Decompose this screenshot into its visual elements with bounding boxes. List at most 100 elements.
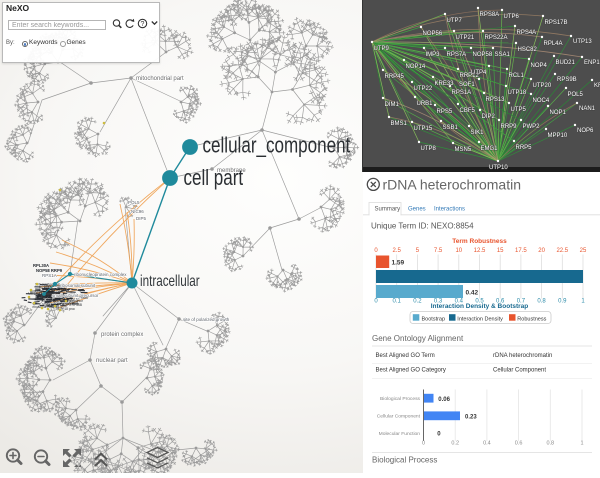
svg-text:mitochondrial part: mitochondrial part [136, 76, 184, 82]
svg-text:2.5: 2.5 [393, 248, 402, 254]
svg-text:0.7: 0.7 [517, 299, 526, 305]
svg-text:Best Aligned GO Term: Best Aligned GO Term [376, 353, 435, 359]
svg-text:0: 0 [374, 299, 378, 305]
svg-text:10: 10 [455, 248, 462, 254]
svg-text:UTP5: UTP5 [511, 107, 527, 113]
svg-text:DIP5: DIP5 [136, 216, 147, 221]
svg-text:NOP4: NOP4 [531, 63, 548, 69]
svg-text:RCL1: RCL1 [509, 73, 525, 79]
svg-text:RPS1A: RPS1A [452, 90, 472, 96]
svg-text:POL5: POL5 [128, 200, 140, 205]
svg-text:Term Robustness: Term Robustness [452, 238, 507, 245]
svg-text:?: ? [141, 21, 145, 28]
svg-text:RPL32 RPS3: RPL32 RPS3 [36, 295, 55, 299]
svg-text:Robustness: Robustness [517, 316, 546, 322]
svg-text:RRB1 precursor: RRB1 precursor [60, 299, 84, 303]
svg-text:ribosomal RNA prc: ribosomal RNA prc [33, 305, 60, 309]
svg-text:BUD21: BUD21 [556, 60, 576, 66]
svg-text:nuclear part: nuclear part [96, 358, 128, 364]
svg-text:UTP18 proc: UTP18 proc [58, 307, 75, 311]
svg-text:12.5: 12.5 [474, 248, 486, 254]
svg-text:rDNA heterochromatin: rDNA heterochromatin [493, 353, 552, 359]
svg-text:UTP4: UTP4 [471, 70, 487, 76]
svg-text:0.2: 0.2 [451, 441, 459, 447]
svg-text:MSN5: MSN5 [455, 147, 472, 153]
svg-text:MPP10: MPP10 [548, 133, 568, 139]
svg-text:0: 0 [374, 248, 378, 254]
svg-text:15: 15 [497, 248, 504, 254]
svg-text:UTP13: UTP13 [573, 39, 592, 45]
svg-text:membrane: membrane [217, 168, 246, 174]
svg-text:RPS4A: RPS4A [517, 30, 537, 36]
svg-text:DIP2: DIP2 [482, 114, 496, 120]
svg-text:RPS7A: RPS7A [447, 52, 467, 58]
svg-text:90S preribosomal: 90S preribosomal [53, 301, 78, 305]
svg-text:cell part: cell part [184, 166, 244, 191]
svg-text:NOP14: NOP14 [406, 64, 426, 70]
svg-text:0.6: 0.6 [515, 441, 523, 447]
svg-text:UTP8: UTP8 [421, 146, 437, 152]
svg-text:0.42: 0.42 [466, 290, 479, 297]
svg-text:Molecular Function: Molecular Function [379, 431, 421, 437]
svg-text:small subunit precursor: small subunit precursor [52, 293, 99, 298]
svg-text:7.5: 7.5 [434, 248, 443, 254]
svg-text:ribosomal RNA prc: ribosomal RNA prc [46, 287, 73, 291]
svg-text:NOC4: NOC4 [533, 98, 550, 104]
svg-text:Interaction Density & Bootstra: Interaction Density & Bootstrap [431, 303, 529, 310]
svg-text:0.06: 0.06 [438, 397, 450, 403]
svg-text:SOF1: SOF1 [459, 82, 475, 88]
svg-text:0.23: 0.23 [465, 414, 477, 420]
svg-text:NOP4 RPL7A: NOP4 RPL7A [47, 289, 68, 293]
svg-text:DIM1: DIM1 [385, 102, 400, 108]
svg-text:processome unit: processome unit [35, 296, 59, 300]
svg-text:Biological Process: Biological Process [372, 456, 437, 465]
svg-text:0.9: 0.9 [558, 299, 567, 305]
svg-text:0.6: 0.6 [496, 299, 505, 305]
svg-text:UTP6: UTP6 [504, 14, 520, 20]
svg-text:RPS18A: RPS18A [47, 304, 60, 308]
svg-text:0: 0 [437, 432, 441, 438]
svg-text:UTP18: UTP18 [508, 90, 527, 96]
svg-text:90S preribosomal: 90S preribosomal [35, 283, 60, 287]
svg-text:NOP58 RRP9: NOP58 RRP9 [36, 268, 63, 273]
svg-text:UTP loading: UTP loading [28, 292, 46, 296]
svg-text:1.59: 1.59 [392, 260, 405, 267]
svg-text:NOP56: NOP56 [423, 31, 443, 37]
svg-text:SSA1: SSA1 [495, 52, 511, 58]
svg-text:Summary: Summary [375, 207, 401, 213]
svg-text:RPS17B: RPS17B [545, 20, 568, 26]
svg-text:RPS8A: RPS8A [480, 12, 500, 18]
svg-text:Bootstrap: Bootstrap [422, 316, 446, 322]
svg-text:KRE33: KRE33 [435, 81, 455, 87]
svg-text:ribosomal subunit: ribosomal subunit [60, 283, 96, 288]
svg-text:NOP1: NOP1 [550, 110, 567, 116]
svg-text:UTP7: UTP7 [447, 18, 463, 24]
svg-text:0.5: 0.5 [475, 299, 484, 305]
svg-text:UTP20: UTP20 [533, 83, 552, 89]
svg-text:Best Aligned GO Category: Best Aligned GO Category [376, 368, 446, 374]
svg-text:RPS13: RPS13 [486, 97, 506, 103]
svg-text:22.5: 22.5 [556, 248, 568, 254]
svg-text:RPS1A: RPS1A [42, 273, 57, 278]
svg-text:RPS5: RPS5 [437, 109, 453, 115]
svg-text:Genes: Genes [408, 207, 426, 213]
svg-text:UTP22: UTP22 [414, 86, 433, 92]
svg-text:RRP12: RRP12 [460, 73, 480, 79]
svg-text:HSC82: HSC82 [518, 47, 538, 53]
svg-text:small subunit processome: small subunit processome [44, 284, 81, 288]
svg-text:Cellular Component: Cellular Component [493, 368, 546, 374]
svg-text:rRNA export fct: rRNA export fct [58, 298, 80, 302]
svg-text:snoRNA binding: snoRNA binding [53, 293, 76, 297]
svg-text:UTP15: UTP15 [414, 126, 433, 132]
svg-text:UTP9: UTP9 [374, 46, 390, 52]
svg-text:Unique Term ID: NEXO:8854: Unique Term ID: NEXO:8854 [371, 222, 474, 231]
svg-text:NIC96: NIC96 [131, 209, 144, 214]
svg-text:EMG1: EMG1 [481, 146, 499, 152]
svg-text:5: 5 [416, 248, 420, 254]
svg-text:KRR1: KRR1 [594, 83, 600, 89]
svg-text:PWP2: PWP2 [523, 124, 541, 130]
svg-text:RPS31 RPL9A: RPS31 RPL9A [42, 299, 64, 303]
svg-text:site of polarized growth: site of polarized growth [183, 317, 230, 322]
svg-text:1: 1 [581, 299, 585, 305]
svg-text:RRP9: RRP9 [501, 124, 518, 130]
